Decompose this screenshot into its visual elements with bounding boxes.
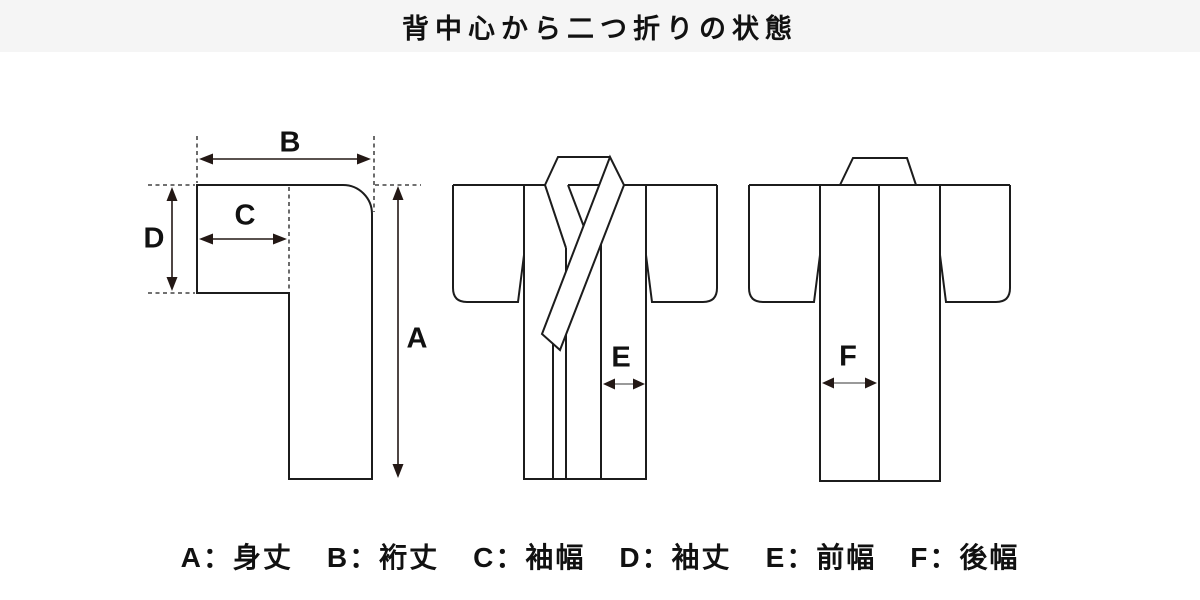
- kimono-front-view: [452, 154, 718, 480]
- folded-kimono-view: [148, 136, 421, 480]
- kimono-back-view: [748, 157, 1011, 482]
- legend-item-f: F：後幅: [910, 542, 1020, 573]
- label-b: B: [279, 126, 301, 159]
- legend-item-a: A：身丈: [180, 542, 293, 573]
- label-e: E: [611, 341, 631, 374]
- label-d: D: [143, 222, 165, 255]
- label-f: F: [839, 340, 857, 373]
- under-collar-outer-edge: [544, 184, 567, 249]
- page-title: 背中心から二つ折りの状態: [402, 13, 798, 44]
- measure-a-arrow: [392, 186, 404, 478]
- legend-item-e: E：前幅: [765, 542, 877, 573]
- measure-b-arrow: [199, 153, 371, 165]
- collar-top: [544, 156, 610, 186]
- back-collar: [839, 157, 917, 186]
- folded-kimono-outline: [196, 184, 373, 480]
- legend-item-c: C：袖幅: [473, 542, 586, 573]
- legend-item-d: D：袖丈: [619, 542, 732, 573]
- measure-e-arrow: [603, 378, 645, 390]
- collar-band-overlap: [540, 154, 626, 352]
- front-left-sleeve: [452, 185, 525, 303]
- measure-f-arrow: [822, 377, 877, 389]
- back-left-sleeve: [748, 185, 821, 303]
- legend: A：身丈 B：裄丈 C：袖幅 D：袖丈 E：前幅 F：後幅: [0, 531, 1200, 581]
- front-body-outline: [523, 185, 647, 480]
- measure-c-arrow: [199, 233, 287, 245]
- label-a: A: [406, 322, 428, 355]
- label-c: C: [234, 199, 256, 232]
- legend-item-b: B：裄丈: [326, 542, 440, 573]
- front-right-sleeve: [645, 185, 718, 303]
- back-right-sleeve: [939, 185, 1011, 303]
- header-band: 背中心から二つ折りの状態: [0, 0, 1200, 52]
- measure-d-arrow: [166, 187, 178, 291]
